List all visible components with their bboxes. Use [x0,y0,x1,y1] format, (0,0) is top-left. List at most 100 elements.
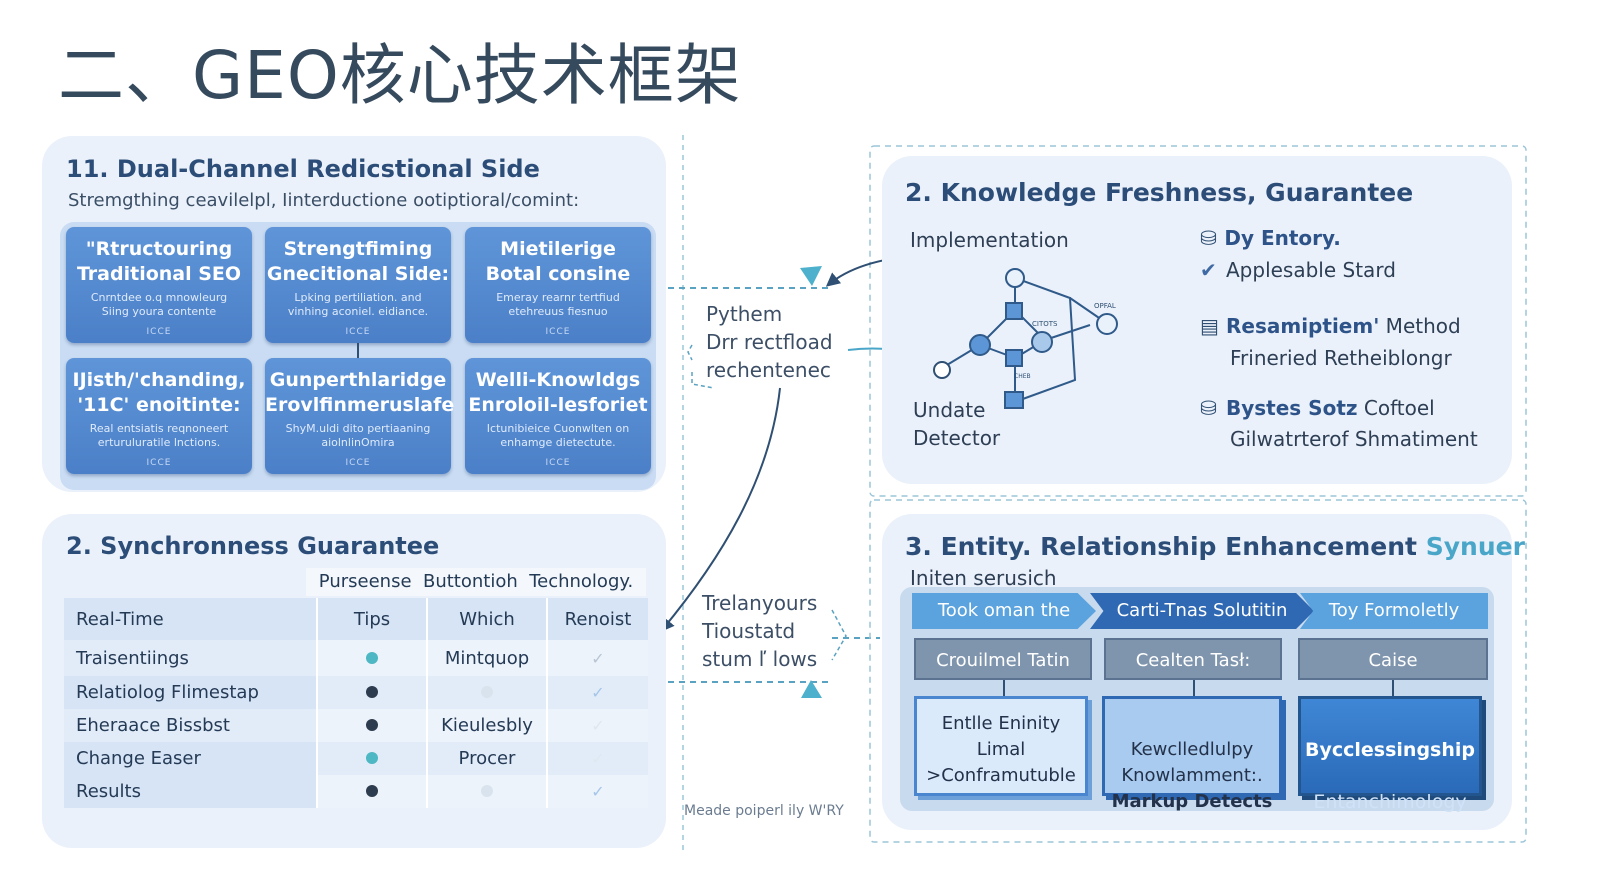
card-footer: ICCE [146,458,172,468]
network-node [933,361,951,379]
network-node [1031,331,1053,353]
network-label: CHEB [1014,373,1031,380]
knowledge-freshness-panel [882,156,1512,484]
check-cell: ✓ [546,709,648,742]
table-row: Eheraace Bissbst Kieulesbly ✓ [64,709,648,742]
process-box-1[interactable]: Crouilmel Tatin [914,638,1092,680]
flow-connector [1193,680,1195,696]
freshness-item: ✔Applesable Stard [1200,258,1396,282]
credit-text: Meade poiperl ily W'RY [684,803,844,819]
center-top-label: Pythem Drr rectfload rechentenec [706,302,833,382]
flow-step-2[interactable]: Carti-Tnas Solutitin [1090,593,1314,629]
col-header: Renoist [546,598,648,640]
which-cell: Procer [426,742,546,775]
freshness-item: ⛁Bystes Sotz Coftoel [1200,396,1435,420]
freshness-title: 2. Knowledge Freshness, Guarantee [905,178,1414,207]
check-cell: ✓ [546,640,648,676]
empty-dot [481,686,493,698]
network-node [1005,349,1023,367]
card-footer: ICCE [146,327,172,337]
update-detector-label: Undate Detector [913,398,1001,450]
item-text: Gilwatrterof Shmatiment [1230,427,1478,451]
check-icon: ✓ [591,716,605,735]
table-header-banner: Purseense Buttontioh Technology. [306,568,646,596]
entity-box-text: Kewclledlulpy Knowlamment:. [1121,739,1263,786]
freshness-item: ▤Resamiptiem' Method [1200,314,1461,338]
tips-cell [316,709,426,742]
empty-dot [481,785,493,797]
item-bold: Bystes Sotz [1226,396,1358,420]
network-node [1004,391,1024,409]
status-dot [366,651,378,664]
flow-connector [1003,680,1005,696]
entity-box-bold: Markup Detects [1111,791,1273,812]
row-label: Relatiolog Flimestap [64,676,316,709]
col-header: Which [426,598,546,640]
card-well-knowledge[interactable]: Welli-Knowldgs Enroloil-lesforiet Ictuni… [465,358,651,474]
check-icon: ✓ [591,683,605,702]
dual-channel-title: 11. Dual-Channel Redicstional Side [66,155,540,183]
card-footer: ICCE [345,327,371,337]
check-icon: ✓ [591,749,605,768]
tips-cell [316,742,426,775]
network-label: OPFAL [1094,302,1116,310]
entity-box-bold: Bycclessingship [1305,739,1475,761]
card-connector [357,343,359,358]
table-row: Results ✓ [64,775,648,808]
card-grid: "Rtructouring Traditional SEO Cnrntdee o… [60,222,656,490]
process-box-2[interactable]: Cealten Tasł: [1104,638,1282,680]
network-node [969,334,991,356]
freshness-item: Gilwatrterof Shmatiment [1230,427,1478,451]
card-total-consine[interactable]: Mietilerige Botal consine Emeray rearnr … [465,227,651,343]
card-title: "Rtructouring Traditional SEO [76,238,242,285]
flow-step-3[interactable]: Toy Formoletly [1300,593,1488,629]
item-text: Frineried Retheiblongr [1230,346,1452,370]
card-body: Cnrntdee o.q mnowleurg Siing youra conte… [90,291,228,318]
col-header: Real-Time [64,598,316,640]
tips-cell [316,640,426,676]
network-node [1096,313,1118,335]
entity-subtitle: Initen serusich [910,566,1057,590]
card-body: Emeray rearnr tertfiud etehreuus fiesnuo [496,291,620,318]
process-box-3[interactable]: Caise [1298,638,1488,680]
network-node [1005,302,1023,320]
which-cell [426,676,546,709]
card-body: Real entsiatis reqnoneert erturuluratile… [89,422,229,449]
card-generational-side[interactable]: Strengtfiming Gnecitional Side: Lpking p… [265,227,451,343]
table-row: Relatiolog Flimestap ✓ [64,676,648,709]
card-changing[interactable]: IJisth/'chanding, '11C' enoitinte: Real … [66,358,252,474]
freshness-network-diagram: CITOTS OPFAL CHEB [933,268,1118,409]
network-node [1005,268,1025,288]
synchronness-table: Real-Time Tips Which Renoist Traisentiin… [64,598,648,808]
flow-step-1[interactable]: Took oman the [912,593,1096,629]
row-label: Change Easer [64,742,316,775]
card-title: Mietilerige Botal consine [485,238,631,285]
entity-box-3[interactable]: Bycclessingship Entanchimology [1298,696,1482,813]
item-bold: Dy Entory. [1224,226,1341,250]
table-row: Change Easer Procer ✓ [64,742,648,775]
card-traditional-seo[interactable]: "Rtructouring Traditional SEO Cnrntdee o… [66,227,252,343]
item-text: Coftoel [1357,396,1435,420]
implementation-label: Implementation [910,228,1069,252]
check-icon: ✔ [1200,258,1217,282]
status-dot [366,719,378,731]
check-cell: ✓ [546,676,648,709]
status-dot [366,686,378,698]
center-bottom-label: Trelanyours Tioustatd stum ľ lows [702,591,818,671]
card-body: Ictunibieice Cuonwlten on enhamge dietec… [486,422,630,449]
which-cell: Mintquop [426,640,546,676]
card-body: ShyM.uldi dito pertiaaning aiolnlinOmira [285,422,431,449]
col-header: Tips [316,598,426,640]
entity-box-2[interactable]: Kewclledlulpy Knowlamment:. Markup Detec… [1102,696,1282,812]
flow-connector [1392,680,1394,696]
status-dot [366,752,378,764]
tips-cell [316,775,426,808]
card-knowledge-profile[interactable]: Gunperthlaridge Erovlfinmeruslafe ShyM.u… [265,358,454,474]
entity-title-main: 3. Entity. Relationship Enhancement [905,532,1417,561]
entity-box-1[interactable]: Entlle Eninity Limal >Conframutuble [914,696,1088,796]
page-title: 二、GEO核心技术框架 [58,37,742,114]
entity-box-light: Entanchimology [1313,791,1467,813]
status-dot [366,785,378,797]
row-label: Results [64,775,316,808]
